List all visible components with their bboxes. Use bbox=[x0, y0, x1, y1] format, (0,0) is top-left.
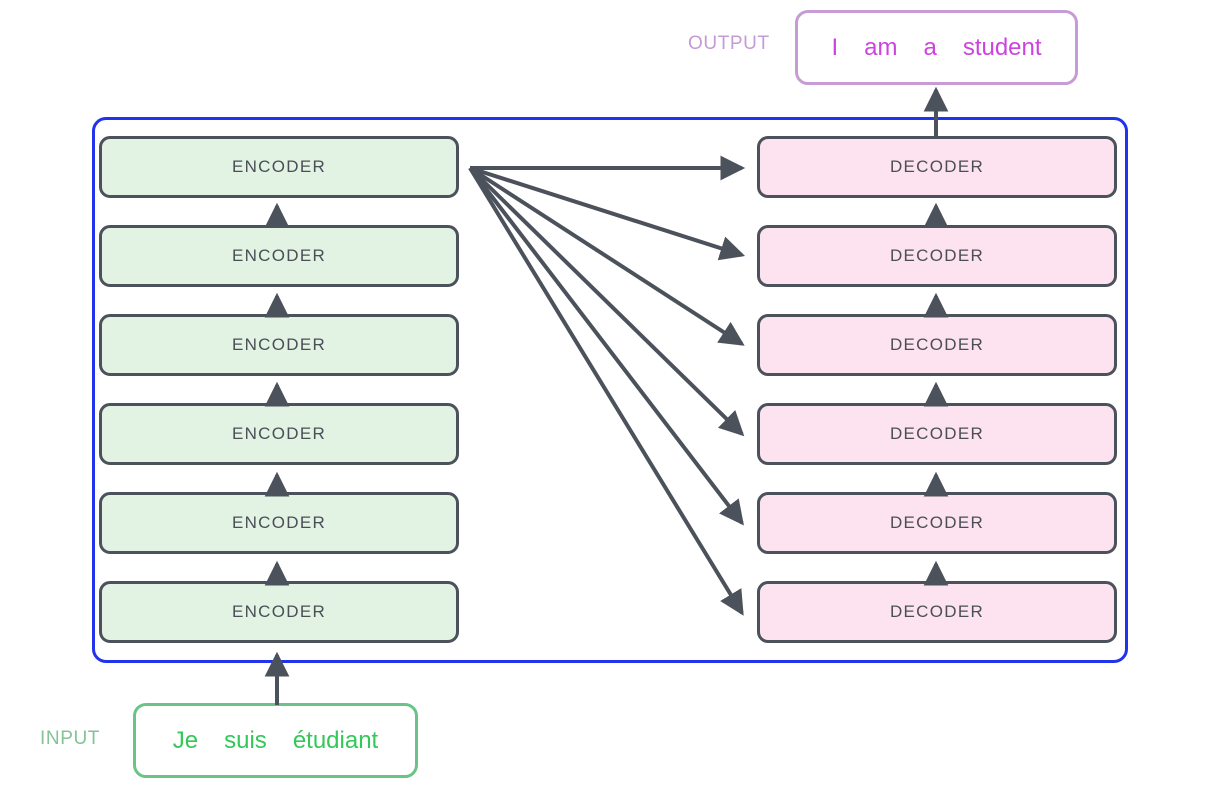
decoder-label: DECODER bbox=[889, 335, 985, 354]
input-token: étudiant bbox=[292, 726, 379, 754]
encoder-label: ENCODER bbox=[231, 513, 327, 532]
input-label: INPUT bbox=[40, 728, 100, 749]
model-container bbox=[92, 117, 1128, 663]
encoder-label: ENCODER bbox=[231, 424, 327, 443]
decoder-label: DECODER bbox=[889, 157, 985, 176]
output-token: a bbox=[923, 33, 937, 61]
decoder-stack: DECODER DECODER DECODER DECODER DECODER … bbox=[757, 136, 1117, 643]
encoder-layer-2[interactable]: ENCODER bbox=[99, 492, 459, 554]
decoder-layer-1[interactable]: DECODER bbox=[757, 581, 1117, 643]
encoder-label: ENCODER bbox=[231, 246, 327, 265]
decoder-label: DECODER bbox=[889, 246, 985, 265]
encoder-layer-4[interactable]: ENCODER bbox=[99, 314, 459, 376]
output-token-row: I am a student bbox=[813, 34, 1059, 62]
input-token-row: Je suis étudiant bbox=[157, 727, 394, 755]
input-token: Je bbox=[172, 726, 199, 754]
decoder-layer-2[interactable]: DECODER bbox=[757, 492, 1117, 554]
output-token: am bbox=[864, 33, 898, 61]
encoder-layer-3[interactable]: ENCODER bbox=[99, 403, 459, 465]
output-token: student bbox=[962, 33, 1042, 61]
encoder-label: ENCODER bbox=[231, 157, 327, 176]
encoder-layer-6[interactable]: ENCODER bbox=[99, 136, 459, 198]
decoder-layer-5[interactable]: DECODER bbox=[757, 225, 1117, 287]
output-box: I am a student bbox=[795, 10, 1078, 85]
decoder-label: DECODER bbox=[889, 424, 985, 443]
decoder-label: DECODER bbox=[889, 602, 985, 621]
decoder-layer-3[interactable]: DECODER bbox=[757, 403, 1117, 465]
input-box: Je suis étudiant bbox=[133, 703, 418, 778]
encoder-layer-5[interactable]: ENCODER bbox=[99, 225, 459, 287]
encoder-label: ENCODER bbox=[231, 602, 327, 621]
encoder-label: ENCODER bbox=[231, 335, 327, 354]
encoder-layer-1[interactable]: ENCODER bbox=[99, 581, 459, 643]
decoder-label: DECODER bbox=[889, 513, 985, 532]
decoder-layer-6[interactable]: DECODER bbox=[757, 136, 1117, 198]
decoder-layer-4[interactable]: DECODER bbox=[757, 314, 1117, 376]
encoder-stack: ENCODER ENCODER ENCODER ENCODER ENCODER … bbox=[99, 136, 459, 643]
output-label: OUTPUT bbox=[688, 33, 770, 54]
input-token: suis bbox=[224, 726, 267, 754]
output-token: I bbox=[831, 33, 839, 61]
